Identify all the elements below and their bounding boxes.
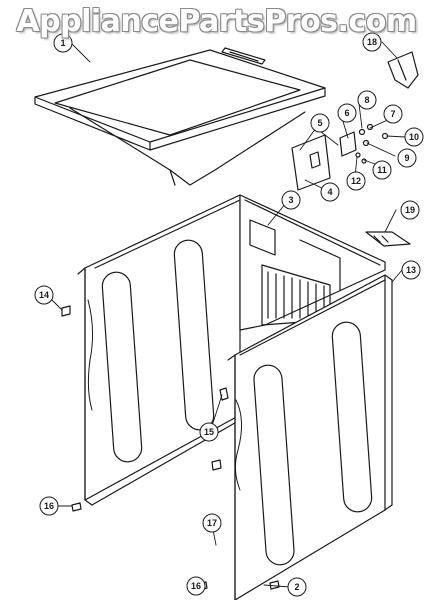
callout-label-10: 10 (409, 132, 419, 142)
callout-circle-9 (397, 148, 417, 168)
callout-circle-7 (383, 104, 403, 124)
callout-label-11: 11 (377, 165, 387, 175)
callout-label-17: 17 (207, 518, 217, 528)
callout-label-19: 19 (405, 205, 415, 215)
callout-label-7: 7 (390, 109, 395, 119)
callout-label-16a: 16 (44, 501, 54, 511)
callout-circle-17 (202, 513, 222, 533)
callout-label-12: 12 (351, 176, 361, 186)
callout-circle-2 (287, 577, 307, 597)
callout-circle-15 (199, 422, 219, 442)
callout-circle-18 (362, 32, 382, 52)
callout-label-3: 3 (288, 195, 293, 205)
switch-part (387, 51, 419, 89)
callout-circles (34, 32, 424, 597)
callout-circle-3 (281, 190, 301, 210)
callout-label-16b: 16 (191, 581, 201, 591)
cabinet-front-panel (227, 274, 393, 601)
callout-label-2: 2 (294, 582, 299, 592)
callout-label-8: 8 (364, 95, 369, 105)
callout-circle-6 (337, 103, 357, 123)
callout-label-4: 4 (327, 187, 332, 197)
callout-circle-4 (320, 182, 340, 202)
callout-circle-16b (186, 576, 206, 596)
callout-label-5: 5 (317, 118, 322, 128)
callout-label-1: 1 (60, 38, 65, 48)
callout-circle-14 (34, 285, 54, 305)
callout-circle-13 (401, 260, 421, 280)
callout-label-13: 13 (406, 265, 416, 275)
callout-circle-16a (39, 496, 59, 516)
callout-label-14: 14 (39, 290, 49, 300)
callout-label-18: 18 (367, 37, 377, 47)
terminal-block (365, 231, 411, 247)
callout-circle-8 (357, 90, 377, 110)
callout-circle-11 (372, 160, 392, 180)
callout-circle-19 (400, 200, 420, 220)
watermark-text: AppliancePartsPros.com (16, 4, 417, 39)
cabinet-side-panel (77, 194, 241, 506)
cabinet-back-panel (239, 194, 386, 331)
callout-circle-10 (404, 127, 424, 147)
bracket-assembly (291, 123, 389, 191)
callout-circle-5 (310, 113, 330, 133)
callout-label-9: 9 (404, 153, 409, 163)
callout-label-6: 6 (344, 108, 349, 118)
callout-labels: 1 2 3 4 5 6 7 8 9 10 11 12 13 14 15 16 1… (39, 37, 419, 592)
top-panel (34, 47, 326, 186)
callout-label-15: 15 (204, 427, 214, 437)
callout-circle-1 (53, 33, 73, 53)
callout-circle-12 (346, 171, 366, 191)
